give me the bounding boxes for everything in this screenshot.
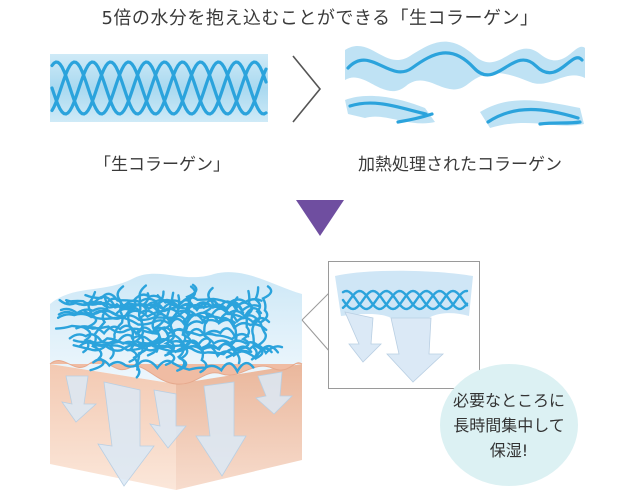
triple-helix-strand — [50, 60, 268, 116]
moisture-arrow — [61, 375, 98, 423]
zoom-collagen-strand — [341, 289, 469, 311]
heated-strand-lower-left — [348, 101, 428, 116]
heated-strand-fragment — [396, 112, 434, 124]
collagen-fiber — [92, 358, 255, 375]
callout-line: 長時間集中して — [453, 415, 565, 435]
callout-line: 必要なところに — [452, 390, 565, 410]
zoom-callout-box — [328, 261, 480, 389]
zoom-moisture-arrow — [344, 311, 382, 363]
dermis-line — [49, 360, 303, 385]
moisture-arrow — [149, 389, 187, 449]
moisture-arrow — [255, 371, 293, 415]
zoom-moisture-arrow — [386, 317, 445, 383]
diagram-title: 5倍の水分を抱え込むことができる「生コラーゲン」 — [101, 8, 539, 29]
heated-band-lower-left — [345, 95, 435, 124]
skin-cross-section-illustration — [49, 272, 303, 490]
heated-collagen-illustration — [345, 41, 585, 128]
heated-collagen-label: 加熱処理されたコラーゲン — [358, 155, 562, 175]
zoom-illustration — [335, 270, 473, 383]
collagen-mesh — [54, 283, 284, 379]
heated-band-upper — [345, 41, 585, 92]
collagen-fiber — [108, 285, 125, 360]
collagen-fiber — [126, 300, 138, 363]
collagen-fiber — [89, 337, 253, 354]
collagen-fiber — [59, 307, 271, 325]
triple-helix-strand — [50, 60, 268, 116]
heated-strand-upper — [346, 51, 584, 77]
collagen-fiber — [57, 309, 237, 327]
moisture-arrow — [97, 381, 155, 487]
collagen-fiber — [84, 292, 263, 305]
heated-band-lower-right — [480, 100, 584, 128]
collagen-fiber — [250, 286, 262, 361]
callout-line: 保湿! — [489, 440, 529, 460]
chevron-right-icon — [292, 55, 322, 123]
heated-strand-lower-right — [486, 107, 580, 124]
triple-helix-strand — [50, 60, 268, 116]
raw-collagen-illustration — [50, 54, 268, 122]
collagen-fiber — [146, 294, 162, 357]
collagen-fiber — [199, 286, 214, 374]
callout-connector — [301, 291, 331, 353]
moisture-callout-bubble: 必要なところに 長時間集中して 保湿! — [440, 364, 578, 486]
raw-collagen-label: 「生コラーゲン」 — [94, 155, 230, 175]
collagen-fiber — [72, 341, 251, 358]
skin-side-face — [176, 364, 302, 490]
moisture-arrow — [195, 381, 247, 477]
down-triangle-arrow-icon — [296, 200, 344, 236]
heated-strand-fragment — [538, 120, 582, 126]
zoom-collagen-strand — [341, 289, 469, 311]
